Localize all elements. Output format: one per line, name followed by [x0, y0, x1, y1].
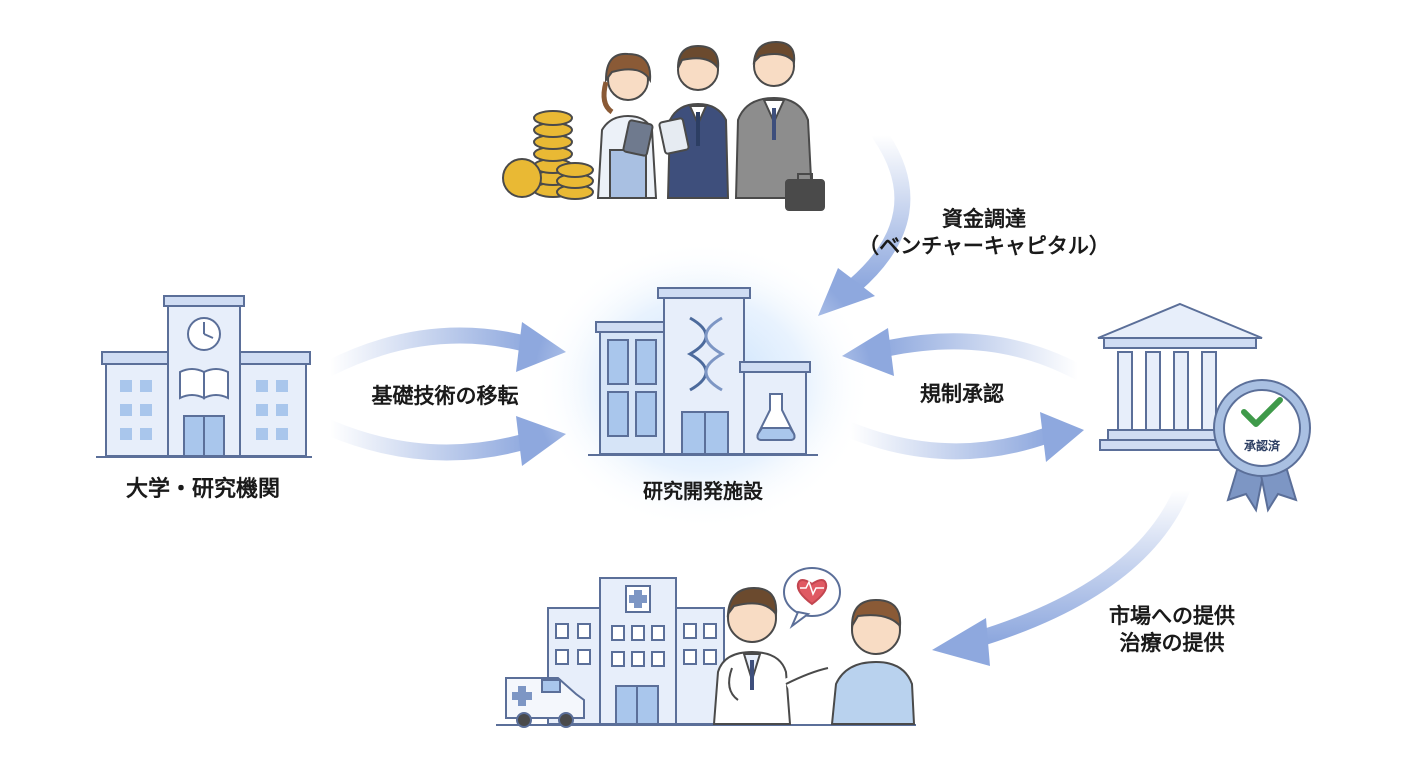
funding-label-line1: 資金調達 — [941, 207, 1026, 231]
investors-group — [502, 40, 825, 211]
tablet-icon — [622, 119, 654, 157]
market-label: 市場への提供 治療の提供 — [1109, 603, 1235, 658]
rnd-facility — [533, 240, 873, 530]
arrow-tech-transfer-lower — [322, 416, 566, 466]
heart-speech-bubble — [783, 567, 841, 630]
rnd-facility-label: 研究開発施設 — [643, 479, 763, 503]
patient-figure — [830, 598, 916, 725]
dna-icon — [686, 316, 726, 392]
arrow-regulatory-inbound — [842, 328, 1086, 380]
doctor-figure — [712, 586, 830, 725]
university-building — [96, 295, 312, 458]
arrow-tech-transfer-upper — [322, 322, 566, 376]
coin-icon — [502, 110, 594, 200]
approval-badge — [1213, 379, 1311, 513]
tech-transfer-label: 基礎技術の移転 — [371, 384, 519, 408]
book-icon — [179, 368, 229, 400]
regulatory-approval-label: 規制承認 — [920, 382, 1004, 406]
check-icon — [1241, 397, 1283, 427]
approval-badge-text: 承認済 — [1243, 439, 1281, 453]
flask-icon — [756, 393, 796, 441]
arrow-market — [932, 482, 1190, 666]
funding-label: 資金調達 （ベンチャーキャピタル） — [858, 206, 1110, 261]
market-label-line2: 治療の提供 — [1119, 631, 1225, 656]
funding-label-line2: （ベンチャーキャピタル） — [858, 234, 1110, 259]
tablet-icon — [658, 117, 690, 155]
woman-investor — [596, 52, 658, 199]
ambulance-icon — [505, 677, 585, 728]
briefcase-icon — [785, 173, 825, 211]
regulator-building — [1097, 302, 1263, 451]
senior-investor — [734, 40, 825, 211]
university-label: 大学・研究機関 — [125, 477, 281, 502]
young-man-investor — [658, 44, 730, 199]
arrow-regulatory-outbound — [842, 412, 1084, 462]
clock-icon — [187, 317, 221, 351]
market-label-line1: 市場への提供 — [1109, 604, 1235, 628]
cross-icon — [625, 585, 651, 613]
